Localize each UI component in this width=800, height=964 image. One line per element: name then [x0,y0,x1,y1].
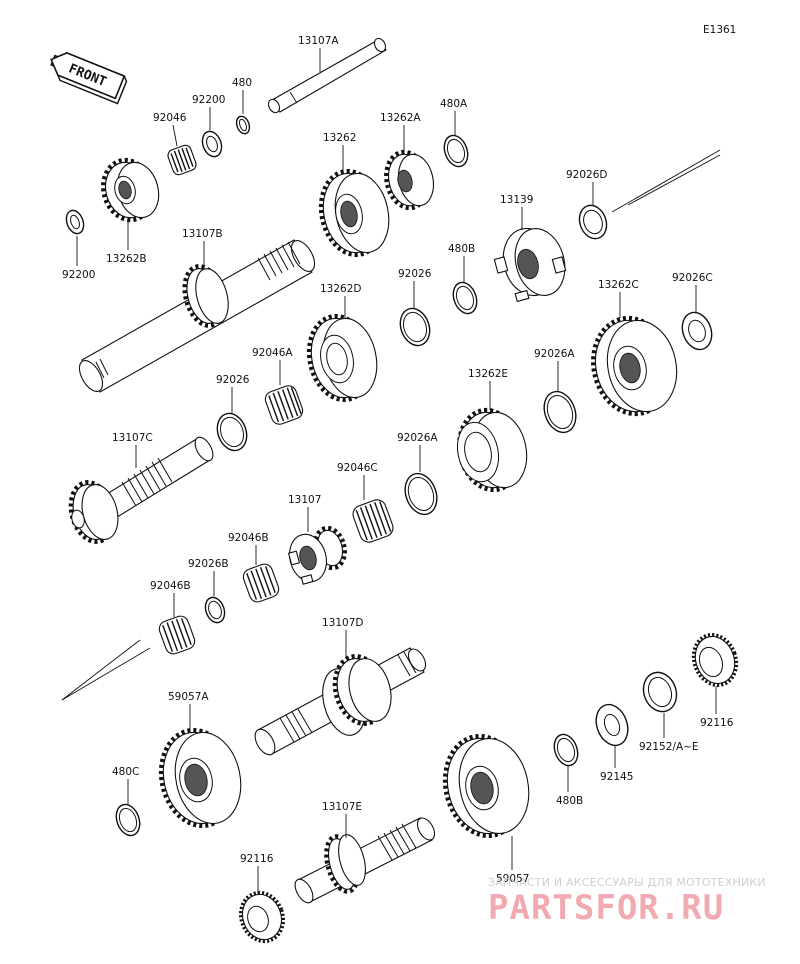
circlip-480b-lower [553,733,579,767]
label-480-top: 480 [232,77,252,89]
washer-92026a-mid [404,472,438,516]
label-92200-top: 92200 [192,94,225,106]
label-92152: 92152/A~E [639,741,699,753]
collar-92152 [642,671,678,713]
label-92145: 92145 [600,771,633,783]
shaft-13107e [294,817,436,904]
label-13107a: 13107A [298,35,339,47]
label-13262: 13262 [323,132,356,144]
label-92116-right: 92116 [700,717,734,729]
label-92046b-upper: 92046B [228,532,269,544]
label-92116-left: 92116 [240,853,274,865]
label-92026b: 92026B [188,558,229,570]
label-92026-mid: 92026 [398,268,432,280]
tapered-bearing-92116-right [691,633,739,687]
washer-92026a-right [543,390,577,434]
shaft-13107d [254,647,427,756]
brand-watermark: ЗАПЧАСТИ И АКСЕССУАРЫ ДЛЯ МОТОТЕХНИКИ PA… [488,876,788,956]
label-13262b: 13262B [106,253,147,265]
label-13107c: 13107C [112,432,153,444]
washer-92200-left [65,209,85,235]
needle-bearing-92046b-upper [242,563,280,603]
label-480b-upper: 480B [448,243,475,255]
washer-92026-mid [399,307,431,347]
label-13262a: 13262A [380,112,421,124]
washer-92145 [595,703,629,747]
label-92026a-mid: 92026A [397,432,438,444]
label-13107e: 13107E [322,801,362,813]
shaft-13107c [68,436,214,544]
front-arrow-icon: FRONT [50,52,128,105]
label-480b-lower: 480B [556,795,583,807]
brand-logo: PARTSFOR.RU [488,888,725,928]
label-59057: 59057 [496,873,529,885]
gear-13262 [318,168,390,258]
diagram-code: E1361 [703,24,736,36]
washer-92026c [681,311,713,351]
label-13262c: 13262C [598,279,639,291]
shift-hub-13139 [493,227,567,303]
washer-92200-top [201,130,223,158]
gear-13262d [306,313,378,403]
label-92200-left: 92200 [62,269,95,281]
label-92026c: 92026C [672,272,713,284]
label-92046a: 92046A [252,347,293,359]
gear-13262e [456,407,528,493]
label-13262e: 13262E [468,368,508,380]
label-480a: 480A [440,98,468,110]
label-92026a-right: 92026A [534,348,575,360]
label-13139: 13139 [500,194,533,206]
gear-13262c [591,315,678,417]
circlip-480a [443,134,469,168]
washer-92026-left [216,412,248,452]
label-13107d: 13107D [322,617,364,629]
label-480c: 480C [112,766,139,778]
gear-59057 [442,733,530,839]
label-92046c: 92046C [337,462,378,474]
tapered-bearing-92116-left [238,890,286,944]
needle-bearing-92046c [352,499,394,543]
gear-13262a [384,149,435,211]
needle-bearing-92046a [264,385,304,425]
label-13107: 13107 [288,494,321,506]
shaft-13107a [267,37,387,114]
brand-tagline: ЗАПЧАСТИ И АКСЕССУАРЫ ДЛЯ МОТОТЕХНИКИ [488,876,766,889]
circlip-480c [115,803,141,837]
label-59057a: 59057A [168,691,209,703]
shaft-13107b [78,239,316,393]
gear-hub-13107 [287,525,347,585]
gear-59057a [158,727,242,829]
label-13262d: 13262D [320,283,362,295]
label-92046b-lower: 92046B [150,580,191,592]
circlip-480b-upper [452,281,478,315]
label-92046: 92046 [153,112,187,124]
washer-92026d [578,204,608,240]
circlip-480-top [235,115,251,135]
gear-13262b [101,157,160,223]
washer-92026b [204,596,226,624]
label-92026d: 92026D [566,169,608,181]
label-92026-left: 92026 [216,374,250,386]
label-13107b: 13107B [182,228,223,240]
needle-bearing-92046 [167,144,197,176]
needle-bearing-92046b-lower [158,615,196,655]
